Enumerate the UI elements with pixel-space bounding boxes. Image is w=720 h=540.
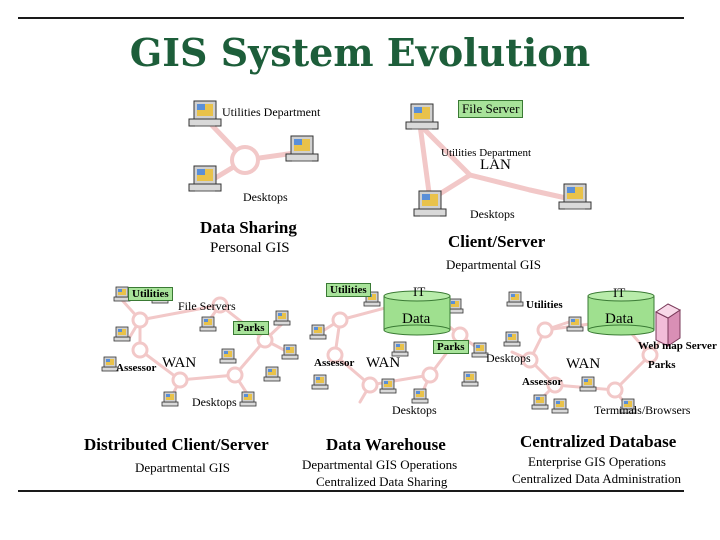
it-label: IT bbox=[413, 284, 426, 299]
network-node bbox=[606, 381, 624, 399]
assessor-label: Assessor bbox=[116, 362, 157, 374]
data-cylinder-icon bbox=[587, 290, 655, 336]
centralized-database-heading: Centralized Database bbox=[520, 432, 677, 451]
computer-icon bbox=[188, 165, 222, 192]
desktops-label: Desktops bbox=[486, 351, 531, 365]
network-node bbox=[211, 296, 229, 314]
departmental-gis-label: Departmental GIS bbox=[135, 460, 230, 475]
computer-icon bbox=[239, 391, 257, 407]
parks-label: Parks bbox=[648, 359, 676, 371]
wan-label: WAN bbox=[366, 355, 401, 371]
terminals-browsers-label: Terminals/Browsers bbox=[594, 403, 691, 417]
assessor-label: Assessor bbox=[314, 357, 355, 369]
network-node bbox=[641, 346, 659, 364]
wan-ring bbox=[138, 303, 268, 382]
network-node bbox=[226, 366, 244, 384]
network-node bbox=[331, 311, 349, 329]
computer-icon bbox=[281, 344, 299, 360]
link bbox=[467, 172, 533, 193]
network-node bbox=[131, 311, 149, 329]
desktops-label: Desktops bbox=[243, 190, 288, 204]
computer-icon bbox=[503, 331, 521, 347]
parks-label: Parks bbox=[433, 340, 469, 354]
file-server-label: File Server bbox=[458, 100, 524, 118]
desktops-label: Desktops bbox=[470, 207, 515, 221]
computer-icon bbox=[273, 310, 291, 326]
network-node bbox=[171, 371, 189, 389]
lan-label: LAN bbox=[480, 157, 511, 173]
wan-label: WAN bbox=[566, 356, 601, 372]
client-server-heading: Client/Server bbox=[448, 232, 546, 251]
network-node bbox=[361, 376, 379, 394]
computer-icon bbox=[188, 100, 222, 127]
web-map-server-icon bbox=[655, 303, 681, 347]
network-node bbox=[421, 366, 439, 384]
centralized-subtitle-1: Enterprise GIS Operations bbox=[528, 454, 666, 469]
computer-icon bbox=[506, 291, 524, 307]
utilities-department-label: Utilities Department bbox=[222, 105, 321, 119]
bottom-rule bbox=[18, 490, 684, 492]
computer-icon bbox=[199, 316, 217, 332]
computer-icon bbox=[161, 391, 179, 407]
wan-label: WAN bbox=[162, 355, 197, 371]
file-servers-label: File Servers bbox=[178, 299, 236, 313]
it-label: IT bbox=[613, 285, 626, 300]
network-node bbox=[131, 341, 149, 359]
network-node bbox=[256, 331, 274, 349]
data-cylinder-icon bbox=[383, 290, 451, 336]
centralized-subtitle-2: Centralized Data Administration bbox=[512, 471, 681, 486]
top-rule bbox=[18, 17, 684, 19]
network-node bbox=[521, 351, 539, 369]
warehouse-subtitle-1: Departmental GIS Operations bbox=[302, 457, 458, 472]
web-map-server-label: Web map Server bbox=[638, 340, 717, 352]
desktops-label: Desktops bbox=[192, 395, 237, 409]
computer-icon bbox=[551, 398, 569, 414]
distributed-heading: Distributed Client/Server bbox=[84, 435, 269, 454]
computer-icon bbox=[531, 394, 549, 410]
desktops-label: Desktops bbox=[392, 403, 437, 417]
data-sharing-heading: Data Sharing bbox=[200, 218, 297, 237]
computer-icon bbox=[311, 374, 329, 390]
parks-label: Parks bbox=[233, 321, 269, 335]
computer-icon bbox=[285, 135, 319, 162]
computer-icon bbox=[219, 348, 237, 364]
utilities-label: Utilities bbox=[128, 287, 173, 301]
computer-icon bbox=[113, 326, 131, 342]
computer-icon bbox=[263, 366, 281, 382]
utilities-label: Utilities bbox=[526, 299, 563, 311]
lan-ring bbox=[416, 118, 474, 205]
computer-icon bbox=[413, 190, 447, 217]
personal-gis-label: Personal GIS bbox=[210, 240, 290, 256]
computer-icon bbox=[411, 388, 429, 404]
network-node bbox=[536, 321, 554, 339]
computer-icon bbox=[405, 103, 439, 130]
utilities-label: Utilities bbox=[326, 283, 371, 297]
data-warehouse-heading: Data Warehouse bbox=[326, 435, 446, 454]
page-title: GIS System Evolution bbox=[129, 30, 591, 75]
computer-icon bbox=[309, 324, 327, 340]
data-label: Data bbox=[402, 311, 431, 327]
departmental-gis-label: Departmental GIS bbox=[446, 257, 541, 272]
computer-icon bbox=[461, 371, 479, 387]
assessor-label: Assessor bbox=[522, 376, 563, 388]
network-hub bbox=[230, 145, 260, 175]
computer-icon bbox=[391, 341, 409, 357]
utilities-department-label: Utilities Department bbox=[441, 147, 532, 159]
computer-icon bbox=[379, 378, 397, 394]
warehouse-subtitle-2: Centralized Data Sharing bbox=[316, 474, 448, 489]
network-node bbox=[546, 376, 564, 394]
computer-icon bbox=[566, 316, 584, 332]
computer-icon bbox=[579, 376, 597, 392]
computer-icon bbox=[558, 183, 592, 210]
data-label: Data bbox=[605, 311, 634, 327]
network-node bbox=[326, 346, 344, 364]
